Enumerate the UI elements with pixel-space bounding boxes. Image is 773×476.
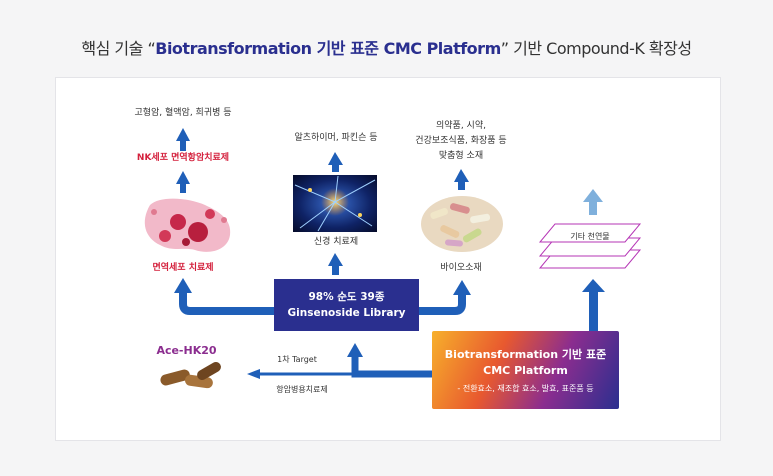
up-arrow-right-top: [454, 169, 469, 190]
immune-cell-image: [144, 198, 231, 252]
ginsenoside-library-box: 98% 순도 39종 Ginsenoside Library: [274, 279, 419, 331]
platform-up-arrow: [582, 279, 605, 331]
curved-arrow-to-left: [174, 278, 274, 315]
library-line1: 98% 순도 39종: [308, 291, 385, 303]
up-arrow-left-top: [176, 128, 190, 151]
center-top-label: 알츠하이머, 파킨슨 등: [294, 133, 378, 143]
capsule-image: [140, 340, 233, 398]
cmc-platform-box: Biotransformation 기반 표준 CMC Platform - 전…: [432, 331, 619, 409]
product-name: Ace-HK20: [156, 344, 217, 357]
right-top-label-2: 건강보조식품, 화장품 등: [415, 136, 507, 146]
light-up-arrow: [583, 189, 603, 215]
curved-arrow-to-right: [419, 280, 471, 315]
up-arrow-center: [328, 152, 343, 172]
neuro-label: 신경 치료제: [313, 237, 359, 247]
right-top-label-3: 맞춤형 소재: [438, 151, 484, 161]
neuron-image: [293, 175, 377, 232]
platform-left-arrow: [247, 343, 432, 379]
immune-cell-label: 면역세포 치료제: [152, 263, 214, 273]
page-title: 핵심 기술 “Biotransformation 기반 표준 CMC Platf…: [0, 35, 773, 59]
platform-line3: - 전환효소, 재조합 효소, 발효, 표준품 등: [457, 383, 594, 393]
right-top-label-1: 의약품, 시약,: [436, 121, 486, 131]
platform-line2: CMC Platform: [483, 363, 568, 377]
up-arrow-left-mid: [176, 171, 190, 193]
left-top-label: 고형암, 혈액암, 희귀병 등: [134, 108, 232, 118]
combo-therapy-label: 항암병용치료제: [276, 385, 328, 394]
up-arrow-center-lower: [328, 253, 343, 275]
platform-line1: Biotransformation 기반 표준: [444, 347, 607, 361]
first-target-label: 1차 Target: [277, 355, 317, 364]
biomaterial-image: [421, 196, 503, 252]
nk-cell-label: NK세포 면역항암치료제: [136, 153, 230, 163]
title-prefix: 핵심 기술 “: [81, 39, 156, 58]
natural-product-label: 기타 천연물: [570, 232, 610, 241]
title-suffix: ” 기반 Compound-K 확장성: [500, 39, 692, 58]
library-line2: Ginsenoside Library: [287, 307, 406, 319]
natural-product-stack: [538, 223, 642, 269]
title-highlight: Biotransformation 기반 표준 CMC Platform: [155, 39, 501, 58]
biomaterial-label: 바이오소재: [440, 263, 482, 273]
